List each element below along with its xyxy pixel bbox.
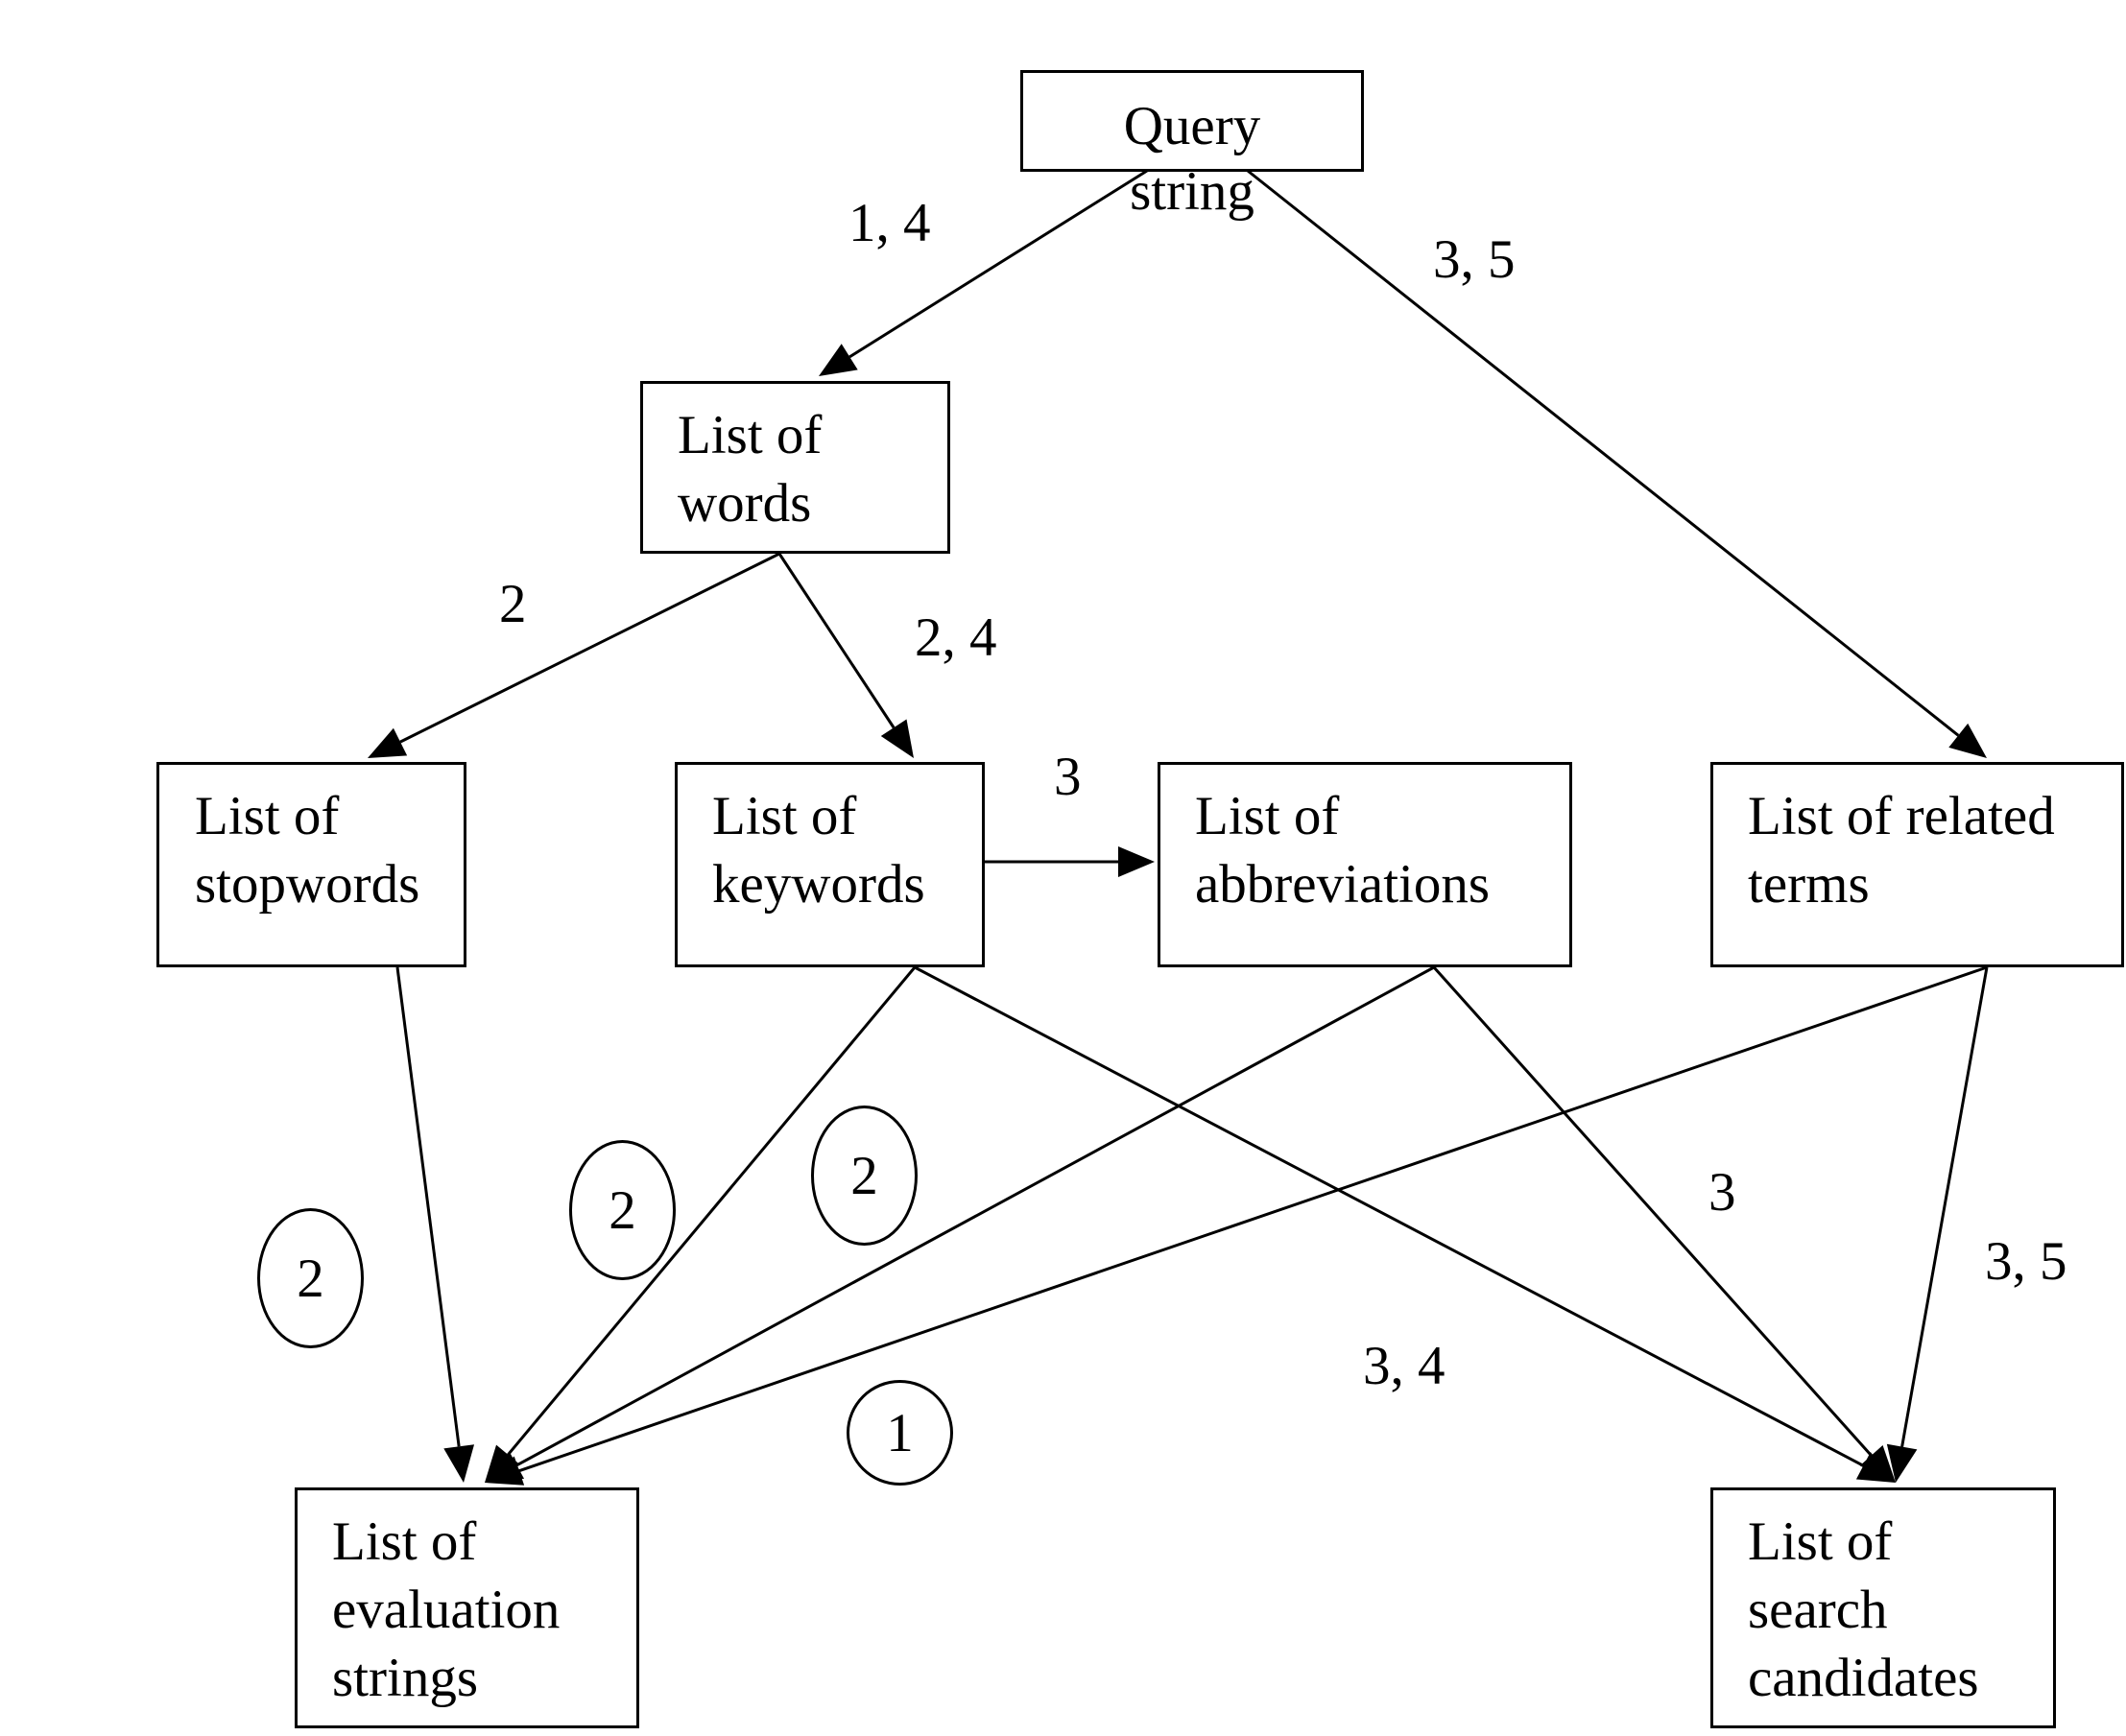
edge-keywords-to-evaluation: [507, 966, 917, 1456]
node-query-string: Query string: [1020, 70, 1364, 222]
circled-label-abbreviations-to-evaluation: 2: [811, 1106, 918, 1246]
node-list-of-search-candidates-line-3: candidates: [1748, 1648, 1979, 1708]
edge-stopwords-to-evaluation: [395, 966, 461, 1447]
edge-label-words-to-stopwords: 2: [499, 574, 527, 634]
node-list-of-words-line-1: List of: [678, 405, 823, 465]
node-list-of-evaluation-strings-line-3: strings: [332, 1648, 479, 1708]
arrowhead-related-to-evaluation: [485, 1456, 525, 1486]
node-list-of-stopwords-line-1: List of: [195, 786, 340, 846]
circled-label-keywords-to-evaluation: 2: [569, 1140, 676, 1280]
node-list-of-search-candidates-line-1: List of: [1748, 1511, 1893, 1572]
node-list-of-abbreviations-line-1: List of: [1195, 786, 1340, 846]
edge-words-to-stopwords: [399, 552, 780, 744]
node-list-of-related-terms-line-2: terms: [1748, 854, 1870, 915]
edge-label-keywords-to-abbreviations: 3: [1054, 747, 1082, 807]
edge-related-to-evaluation: [518, 965, 1988, 1473]
edge-abbreviations-to-evaluation: [515, 965, 1435, 1467]
edge-query-to-words: [848, 169, 1148, 359]
arrowhead-query-to-words: [819, 344, 858, 376]
edge-label-keywords-to-search: 3, 4: [1363, 1336, 1445, 1396]
node-list-of-evaluation-strings-line-2: evaluation: [332, 1580, 561, 1640]
arrowhead-query-to-related: [1948, 723, 1987, 758]
node-list-of-search-candidates-line-2: search: [1748, 1580, 1888, 1640]
arrowhead-abbreviations-to-search: [1859, 1445, 1896, 1483]
edge-related-to-search: [1900, 966, 1989, 1447]
arrowhead-words-to-keywords: [880, 719, 914, 758]
arrowhead-related-to-search: [1886, 1443, 1918, 1483]
arrowhead-stopwords-to-evaluation: [443, 1444, 475, 1483]
node-query-string-line-1: Query: [1123, 96, 1261, 156]
edge-keywords-to-search: [914, 965, 1865, 1467]
node-query-string-line-2: string: [1130, 161, 1254, 222]
edge-label-abbreviations-to-search: 3: [1708, 1162, 1736, 1223]
edge-label-related-to-search: 3, 5: [1985, 1231, 2067, 1292]
edge-words-to-keywords: [777, 553, 896, 729]
arrowhead-words-to-stopwords: [368, 727, 408, 758]
edge-label-query-to-words: 1, 4: [848, 193, 931, 253]
node-list-of-words-line-2: words: [678, 473, 812, 534]
circled-label-related-to-evaluation: 1: [847, 1380, 953, 1486]
node-list-of-related-terms: List of related terms: [1710, 762, 2124, 967]
node-list-of-keywords-line-2: keywords: [712, 854, 925, 915]
node-list-of-evaluation-strings-line-1: List of: [332, 1511, 477, 1572]
arrowhead-keywords-to-abbreviations: [1118, 846, 1155, 877]
node-list-of-abbreviations-line-2: abbreviations: [1195, 854, 1491, 915]
node-list-of-stopwords: List of stopwords: [156, 762, 466, 967]
node-list-of-stopwords-line-2: stopwords: [195, 854, 420, 915]
circled-label-stopwords-to-evaluation: 2: [257, 1208, 364, 1348]
node-list-of-related-terms-line-1: List of related: [1748, 786, 2055, 846]
node-list-of-search-candidates: List of search candidates: [1710, 1487, 2056, 1728]
node-list-of-evaluation-strings: List of evaluation strings: [295, 1487, 639, 1728]
edge-query-to-related: [1247, 169, 1960, 737]
node-list-of-keywords: List of keywords: [675, 762, 985, 967]
node-list-of-words: List of words: [640, 381, 950, 554]
edge-label-words-to-keywords: 2, 4: [915, 607, 997, 668]
node-list-of-keywords-line-1: List of: [712, 786, 857, 846]
edge-abbreviations-to-search: [1432, 965, 1873, 1457]
node-list-of-abbreviations: List of abbreviations: [1158, 762, 1572, 967]
edge-label-query-to-related: 3, 5: [1433, 229, 1516, 290]
